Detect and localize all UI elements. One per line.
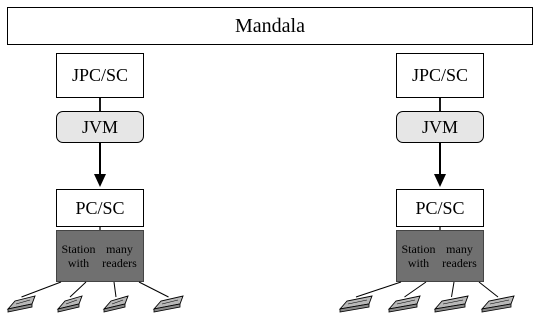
arrow-head-icon: [94, 174, 106, 187]
station-label-line2: many readers: [442, 242, 477, 270]
jvm-box: JVM: [396, 111, 484, 143]
station-label-line2: many readers: [102, 242, 137, 270]
mandala-box: Mandala: [7, 7, 533, 45]
card-reader-base: [339, 303, 370, 313]
pc-sc-box: PC/SC: [56, 189, 144, 227]
reader-cable: [138, 281, 169, 298]
station-box: Station with many readers: [396, 230, 484, 282]
jpc-sc-box: JPC/SC: [56, 53, 144, 98]
card-slot: [65, 299, 78, 305]
reader-cable: [21, 281, 62, 298]
card-slot: [489, 299, 510, 305]
station-label-line1: Station with: [61, 242, 96, 270]
reader-cable: [404, 281, 427, 298]
station-label-line1: Station with: [401, 242, 436, 270]
reader-cable: [69, 281, 87, 298]
arrow-head-icon: [434, 174, 446, 187]
card-slot: [396, 299, 416, 305]
card-reader-base: [57, 303, 80, 313]
reader-cable: [451, 281, 455, 298]
card-slot: [111, 299, 124, 305]
card-reader-base: [481, 303, 512, 313]
pc-sc-box: PC/SC: [396, 189, 484, 227]
card-reader-base: [103, 303, 126, 313]
card-slot: [442, 299, 464, 305]
jvm-box: JVM: [56, 111, 144, 143]
card-reader-base: [388, 303, 418, 313]
station-box: Station with many readers: [56, 230, 144, 282]
jpc-sc-box: JPC/SC: [396, 53, 484, 98]
card-slot: [347, 299, 368, 305]
card-slot: [161, 299, 179, 305]
card-slot: [15, 299, 31, 305]
card-reader-base: [7, 303, 33, 313]
reader-cable: [355, 281, 402, 298]
card-reader-base: [434, 303, 466, 313]
reader-cable: [113, 281, 117, 298]
reader-cable: [478, 281, 499, 298]
card-reader-base: [153, 303, 181, 313]
